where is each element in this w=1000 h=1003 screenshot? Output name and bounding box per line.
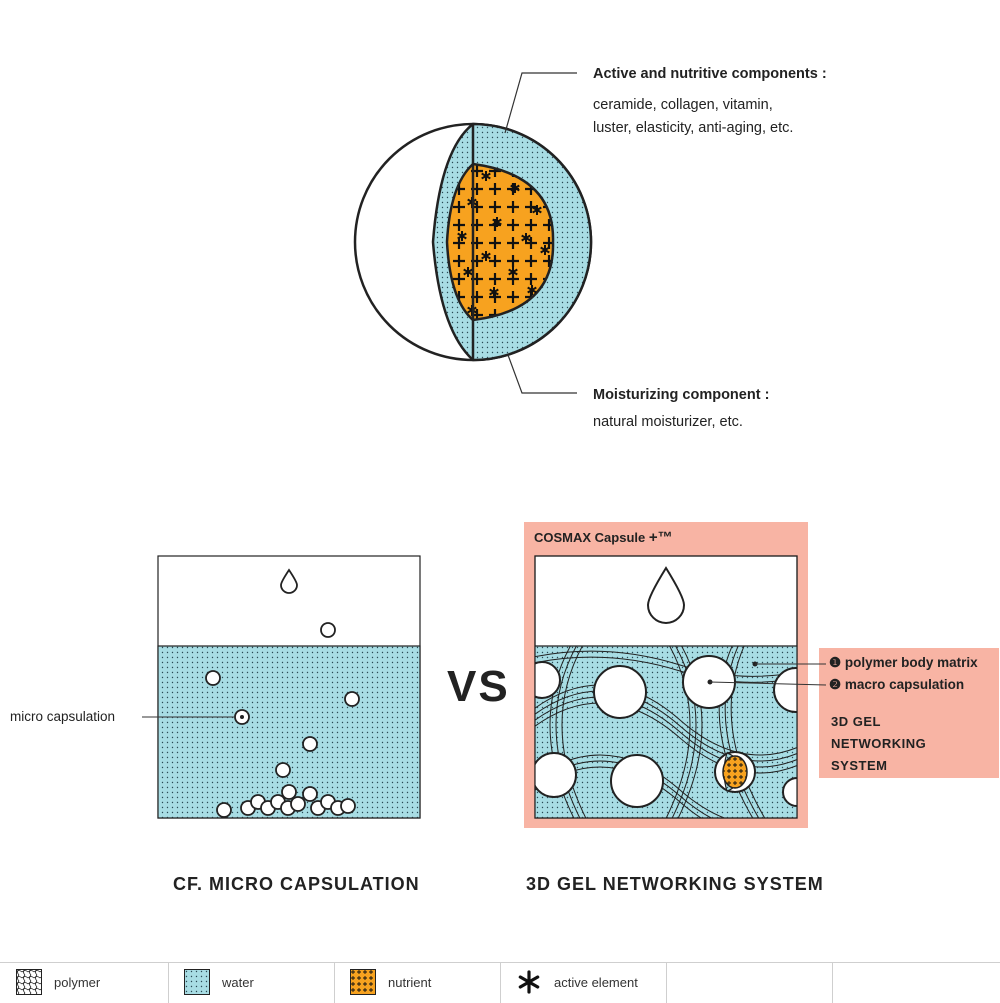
gel-panel — [524, 522, 999, 828]
legend-label: water — [222, 975, 254, 990]
micro-bubble — [275, 762, 291, 778]
macro-capsule — [714, 751, 756, 793]
polymer-network — [535, 646, 797, 818]
active-element-star — [489, 287, 499, 297]
vs-label: VS — [447, 662, 510, 711]
moisturizing-text: natural moisturizer, etc. — [593, 414, 743, 430]
macro-capsulation-label: ❷ macro capsulation — [829, 677, 964, 693]
gel-label-box — [819, 648, 999, 778]
gel-panel-title: COSMAX Capsule +™ — [534, 529, 673, 546]
gel-capsule — [773, 667, 797, 713]
active-element-star — [481, 251, 491, 261]
gel-system-label: 3D GEL NETWORKING SYSTEM — [831, 711, 926, 777]
gel-drop-icon — [646, 566, 686, 624]
micro-bubble — [281, 784, 297, 800]
legend: polymer water nutrient active element — [0, 962, 1000, 1003]
marker-1: ❶ — [829, 655, 842, 670]
active-element-star — [532, 205, 542, 215]
gel-capsule — [593, 665, 647, 719]
moist-callout-line — [507, 354, 577, 394]
legend-empty-cell — [832, 963, 1000, 1003]
nutrient-icon — [350, 969, 376, 995]
micro-caption: CF. MICRO CAPSULATION — [173, 874, 420, 894]
marker-2: ❷ — [829, 677, 842, 692]
micro-bubble — [302, 736, 318, 752]
legend-label: nutrient — [388, 975, 432, 990]
micro-capsulation-label: micro capsulation — [10, 709, 116, 724]
active-element-star — [457, 231, 467, 241]
gel-capsule — [782, 777, 797, 807]
legend-item-active-element: active element — [500, 963, 667, 1003]
moisturizing-title: Moisturizing component : — [593, 387, 770, 403]
active-element-star — [510, 183, 520, 193]
active-components-title: Active and nutritive components : — [593, 66, 827, 82]
water-icon — [184, 969, 210, 995]
active-callout-line — [504, 72, 577, 134]
legend-label: polymer — [54, 975, 101, 990]
active-components-line: ceramide, collagen, vitamin, — [593, 97, 773, 113]
active-element-star — [527, 285, 537, 295]
micro-bubble — [320, 622, 336, 638]
micro-bubble — [302, 786, 318, 802]
active-components-text: ceramide, collagen, vitamin, luster, ela… — [593, 94, 793, 140]
active-element-markers — [457, 171, 550, 315]
active-element-star — [508, 267, 518, 277]
micro-bubble — [205, 670, 221, 686]
gel-capsule — [535, 661, 561, 699]
polymer-icon — [16, 969, 42, 995]
active-element-star — [463, 267, 473, 277]
active-element-star — [521, 233, 531, 243]
cosmax-capsule-label: COSMAX Capsule — [534, 530, 646, 545]
active-element-icon — [518, 970, 540, 994]
micro-drop-icon — [280, 568, 298, 594]
gel-system-line: 3D GEL — [831, 714, 881, 729]
gel-water — [535, 646, 797, 818]
micro-bubble — [344, 691, 360, 707]
gel-capsule — [610, 754, 664, 808]
micro-bubble — [216, 802, 232, 818]
gel-system-line: NETWORKING — [831, 736, 927, 751]
active-components-line: luster, elasticity, anti-aging, etc. — [593, 120, 794, 136]
gel-capsule — [535, 752, 577, 798]
legend-item-polymer: polymer — [0, 963, 169, 1003]
gel-caption: 3D GEL NETWORKING SYSTEM — [526, 874, 824, 894]
active-element-star — [540, 245, 550, 255]
polymer-body-matrix-label: ❶ polymer body matrix — [829, 655, 978, 671]
polymer-body-matrix-text: polymer body matrix — [844, 655, 978, 670]
legend-item-nutrient: nutrient — [334, 963, 501, 1003]
active-element-star — [492, 217, 502, 227]
active-element-star — [481, 171, 491, 181]
legend-empty-cell — [666, 963, 833, 1003]
gel-system-line: SYSTEM — [831, 758, 888, 773]
macro-callout-line — [709, 681, 827, 686]
micro-bubble-cluster — [240, 794, 356, 816]
capsule-sphere — [353, 72, 593, 394]
plus-tm-mark: +™ — [648, 529, 673, 546]
micro-panel — [142, 555, 421, 819]
legend-item-water: water — [168, 963, 335, 1003]
macro-capsulation-text: macro capsulation — [844, 677, 965, 692]
micro-bubble-center — [240, 715, 244, 719]
legend-label: active element — [554, 975, 638, 990]
